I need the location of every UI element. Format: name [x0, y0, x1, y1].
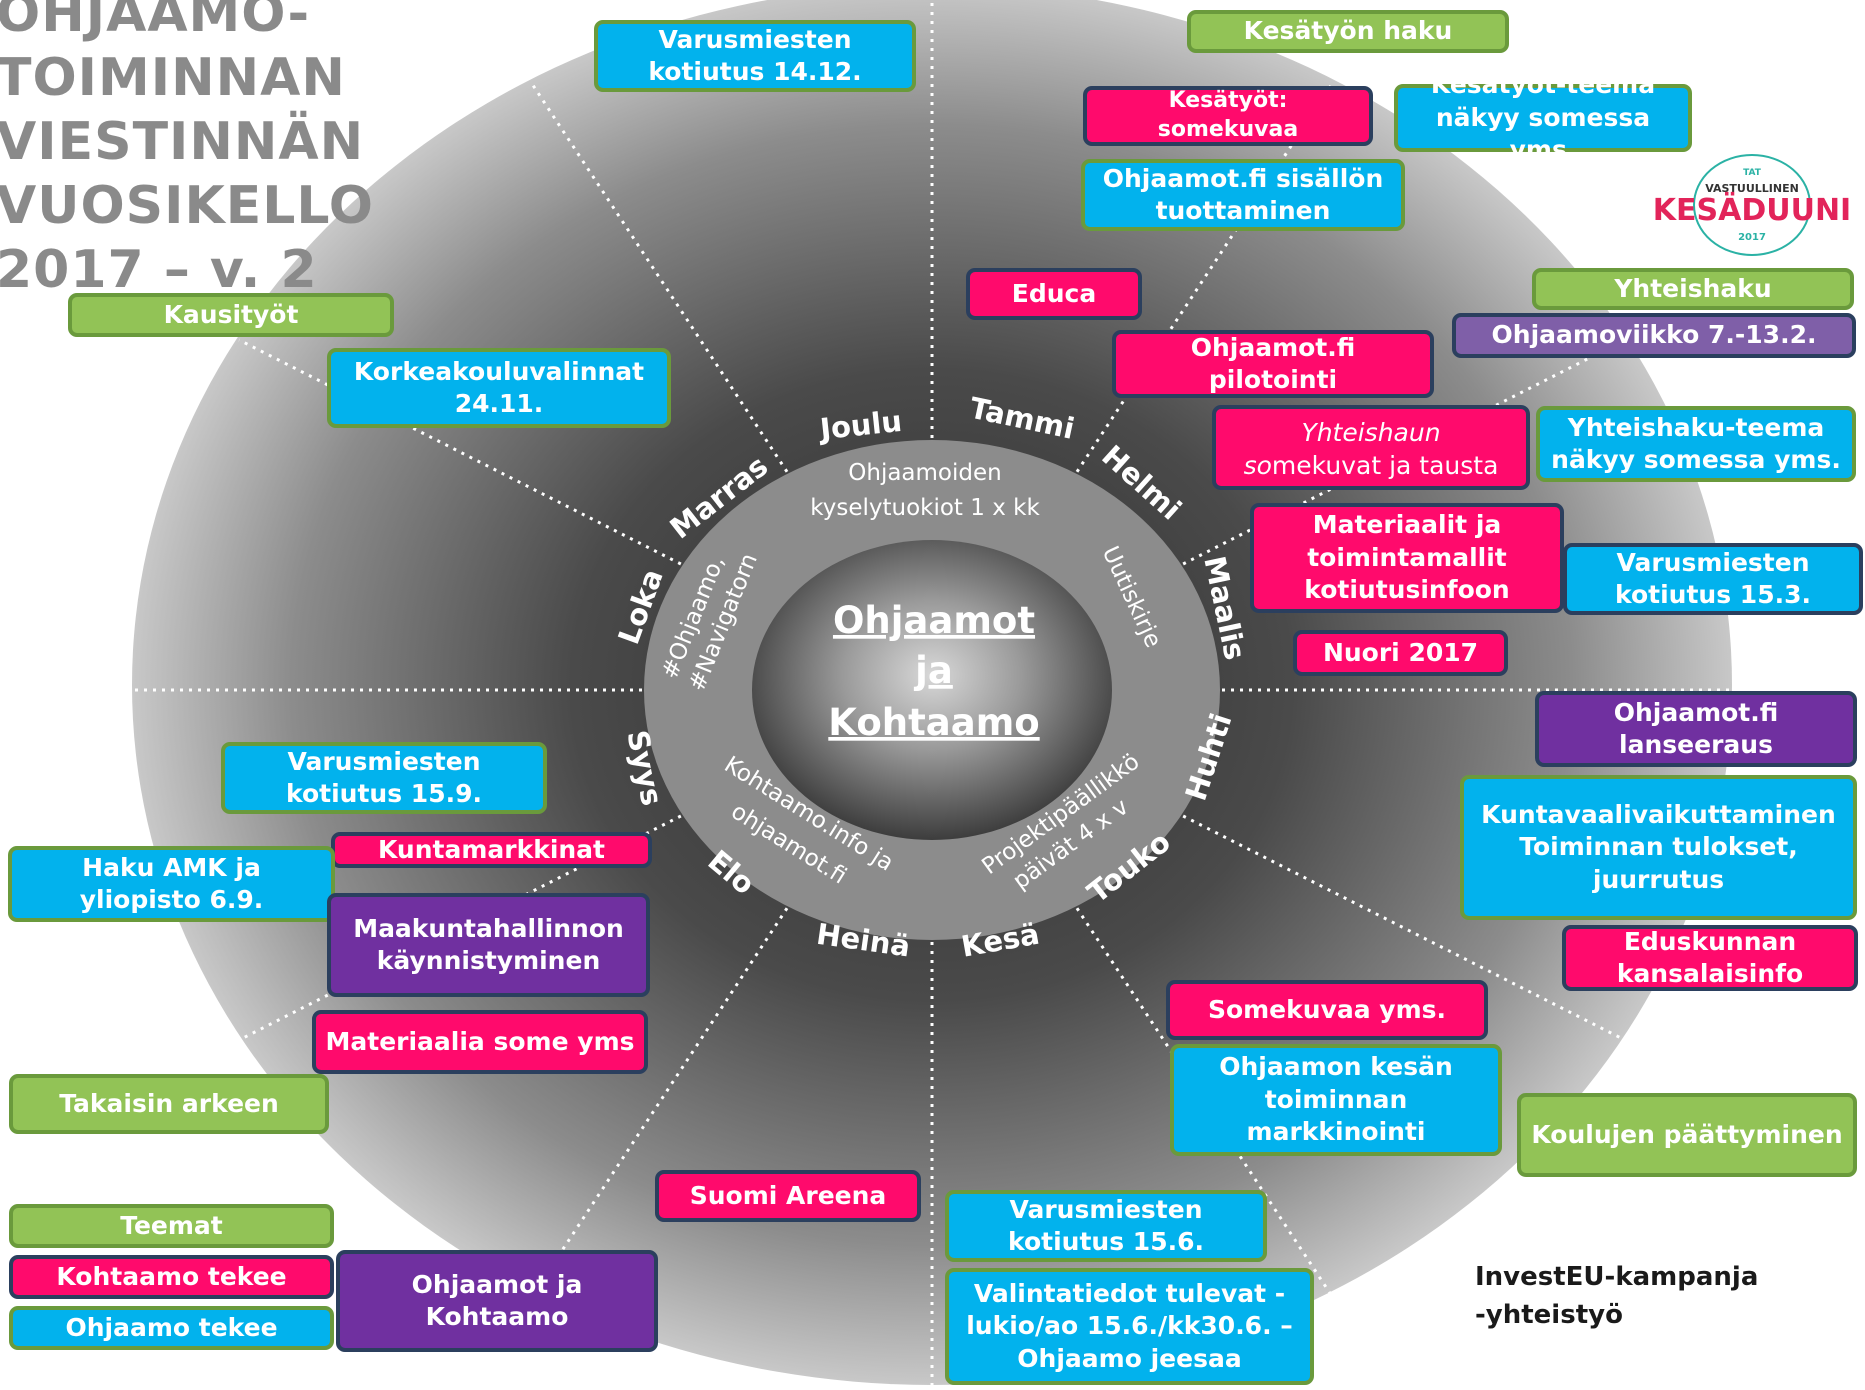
label-varusmiesten-153: Varusmiesten kotiutus 15.3.	[1563, 543, 1863, 615]
ring-text-top-1: Ohjaamoiden	[848, 460, 1001, 486]
label-materiaalia-some: Materiaalia some yms	[312, 1010, 648, 1074]
label-koulujen: Koulujen päättyminen	[1517, 1093, 1857, 1177]
svg-text:2017: 2017	[1738, 232, 1766, 243]
label-kesatyot-teema: Kesätyöt-teema näkyy somessa yms.	[1394, 70, 1692, 164]
svg-text:KESÄDUUNI: KESÄDUUNI	[1653, 192, 1851, 228]
label-kuntamarkkinat: Kuntamarkkinat	[331, 832, 652, 868]
label-ohjaamot-sisallon: Ohjaamot.fi sisällön tuottaminen	[1081, 159, 1405, 231]
label-yhteishaku: Yhteishaku	[1532, 268, 1854, 310]
label-ohjaamot-lanseeraus: Ohjaamot.fi lanseeraus	[1535, 691, 1857, 767]
label-korkeakoulu: Korkeakouluvalinnat 24.11.	[327, 348, 671, 428]
label-takaisin-arkeen: Takaisin arkeen	[9, 1074, 329, 1134]
center-disc	[752, 540, 1112, 840]
svg-text:VASTUULLINEN: VASTUULLINEN	[1705, 182, 1799, 195]
label-kuntavaali: Kuntavaalivaikuttaminen Toiminnan tuloks…	[1460, 775, 1857, 920]
legend-ohjaamo-tekee: Ohjaamo tekee	[9, 1306, 334, 1350]
investeu-note: InvestEU-kampanja -yhteistyö	[1475, 1262, 1759, 1330]
label-kesatyon-haku: Kesätyön haku	[1187, 10, 1509, 53]
kesaduuni-logo: TAT VASTUULLINEN KESÄDUUNI 2017	[1653, 154, 1851, 256]
month-divider	[1182, 814, 1626, 1042]
label-kausityot: Kausityöt	[68, 293, 394, 337]
legend-ohjaamot-ja-kohtaamo: Ohjaamot ja Kohtaamo	[336, 1250, 658, 1352]
label-kesatyot-somekuvaa: Kesätyöt: somekuvaa	[1083, 86, 1373, 146]
label-varusmiesten-156: Varusmiesten kotiutus 15.6.	[945, 1190, 1267, 1262]
label-kesan-markkinointi: Ohjaamon kesän toiminnan markkinointi	[1170, 1044, 1502, 1156]
ring-text-top-2: kyselytuokiot 1 x kk	[810, 495, 1040, 521]
label-yhteishaku-teema: Yhteishaku-teema näkyy somessa yms.	[1536, 406, 1856, 482]
label-suomi-areena: Suomi Areena	[655, 1170, 921, 1222]
label-nuori-2017: Nuori 2017	[1293, 630, 1508, 676]
label-maakunta: Maakuntahallinnon käynnistyminen	[327, 893, 650, 997]
label-educa: Educa	[966, 268, 1142, 320]
label-haku-amk: Haku AMK ja yliopisto 6.9.	[8, 846, 335, 922]
center-title-1: Ohjaamot	[833, 599, 1035, 642]
legend-kohtaamo-tekee: Kohtaamo tekee	[9, 1255, 334, 1299]
label-materiaalit: Materiaalit ja toimintamallit kotiutusin…	[1250, 503, 1564, 613]
label-somekuvaa-yms: Somekuvaa yms.	[1166, 980, 1488, 1040]
center-title-3: Kohtaamo	[828, 701, 1039, 744]
label-ohjaamoviikko: Ohjaamoviikko 7.-13.2.	[1452, 313, 1856, 358]
center-title-2: ja	[913, 649, 953, 692]
svg-text:TAT: TAT	[1743, 168, 1762, 178]
label-valintatiedot: Valintatiedot tulevat - lukio/ao 15.6./k…	[945, 1268, 1314, 1385]
month-divider	[238, 338, 682, 566]
label-varusmiesten-159: Varusmiesten kotiutus 15.9.	[221, 742, 547, 814]
label-eduskunnan: Eduskunnan kansalaisinfo	[1562, 925, 1858, 991]
label-ohjaamot-pilotointi: Ohjaamot.fi pilotointi	[1112, 330, 1434, 398]
page-title: OHJAAMO- TOIMINNAN VIESTINNÄN VUOSIKELLO…	[0, 0, 374, 300]
legend-teemat: Teemat	[9, 1204, 334, 1248]
label-varusmiesten-1412: Varusmiesten kotiutus 14.12.	[594, 20, 916, 92]
